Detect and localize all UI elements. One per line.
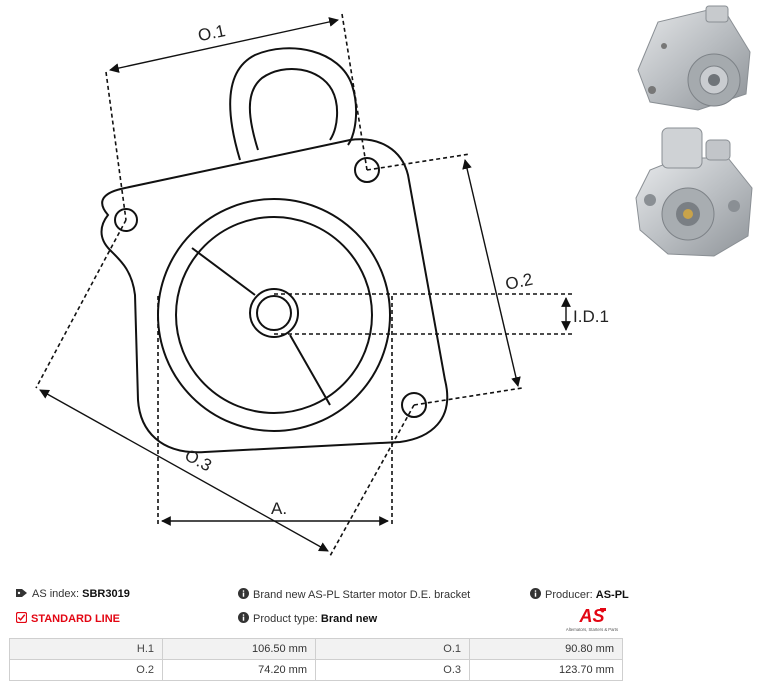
- spec-label: O.1: [315, 638, 470, 660]
- producer: Producer: AS-PL: [530, 588, 629, 601]
- spec-value: 74.20 mm: [162, 659, 316, 681]
- product-type-value: Brand new: [320, 613, 378, 625]
- top-lug-inner: [248, 67, 338, 151]
- spec-label: O.3: [315, 659, 470, 681]
- info-icon: [238, 612, 249, 623]
- o2-extension-bottom: [413, 387, 523, 406]
- standard-line-text: STANDARD LINE: [31, 613, 121, 625]
- o1-extension-right: [341, 13, 368, 171]
- o2-extension-top: [366, 153, 471, 171]
- bore-outer: [249, 288, 299, 338]
- spec-value: 90.80 mm: [469, 638, 623, 660]
- as-index-label: AS index:: [32, 588, 80, 600]
- o3-extension-left: [35, 219, 127, 389]
- table-row: H.1 106.50 mm O.1 90.80 mm: [9, 638, 623, 660]
- description-text: Brand new AS-PL Starter motor D.E. brack…: [253, 589, 471, 601]
- o1-extension-left: [105, 71, 127, 221]
- info-icon: [530, 588, 541, 599]
- o3-dimension-line: [39, 389, 329, 552]
- spec-label: H.1: [9, 638, 163, 660]
- producer-value: AS-PL: [595, 589, 629, 601]
- mount-hole-top-right: [354, 157, 380, 183]
- standard-line: STANDARD LINE: [16, 612, 120, 625]
- o2-label: O.2: [504, 270, 535, 294]
- technical-drawing: O.1 O.2 O.3 I.D.1 A.: [35, 13, 609, 557]
- o3-label: O.3: [182, 446, 215, 476]
- product-type: Product type: Brand new: [238, 612, 377, 625]
- id1-label: I.D.1: [573, 307, 609, 326]
- table-row: O.2 74.20 mm O.3 123.70 mm: [9, 659, 623, 681]
- o3-extension-right: [329, 404, 415, 557]
- as-pl-logo: AS Alternators, Starters & Parts: [566, 606, 618, 632]
- logo-tagline: Alternators, Starters & Parts: [566, 627, 618, 632]
- spec-table: H.1 106.50 mm O.1 90.80 mm O.2 74.20 mm …: [9, 638, 623, 681]
- inner-ring: [175, 216, 373, 414]
- mount-hole-bottom-right: [401, 392, 427, 418]
- bracket-outline: [100, 138, 449, 454]
- spec-value: 123.70 mm: [469, 659, 623, 681]
- cutaway-sector: [191, 247, 331, 406]
- o1-label: O.1: [196, 21, 227, 45]
- a-label: A.: [271, 499, 287, 518]
- o2-dimension-line: [462, 159, 521, 387]
- o1-dimension-line: [109, 17, 339, 73]
- as-index-value: SBR3019: [82, 588, 130, 600]
- spec-value: 106.50 mm: [162, 638, 316, 660]
- product-photo-top: [637, 5, 751, 111]
- tag-icon: [16, 589, 27, 597]
- checkbox-icon: [16, 612, 27, 623]
- outer-ring: [157, 198, 391, 432]
- producer-label: Producer:: [545, 589, 593, 601]
- product-description: Brand new AS-PL Starter motor D.E. brack…: [238, 588, 470, 601]
- product-photo-bottom: [635, 127, 753, 257]
- product-type-label: Product type:: [253, 613, 318, 625]
- bore-inner: [256, 295, 292, 331]
- info-icon: [238, 588, 249, 599]
- spec-label: O.2: [9, 659, 163, 681]
- logo-text: AS: [578, 606, 604, 626]
- mount-hole-left: [114, 208, 138, 232]
- as-index: AS index: SBR3019: [16, 588, 130, 600]
